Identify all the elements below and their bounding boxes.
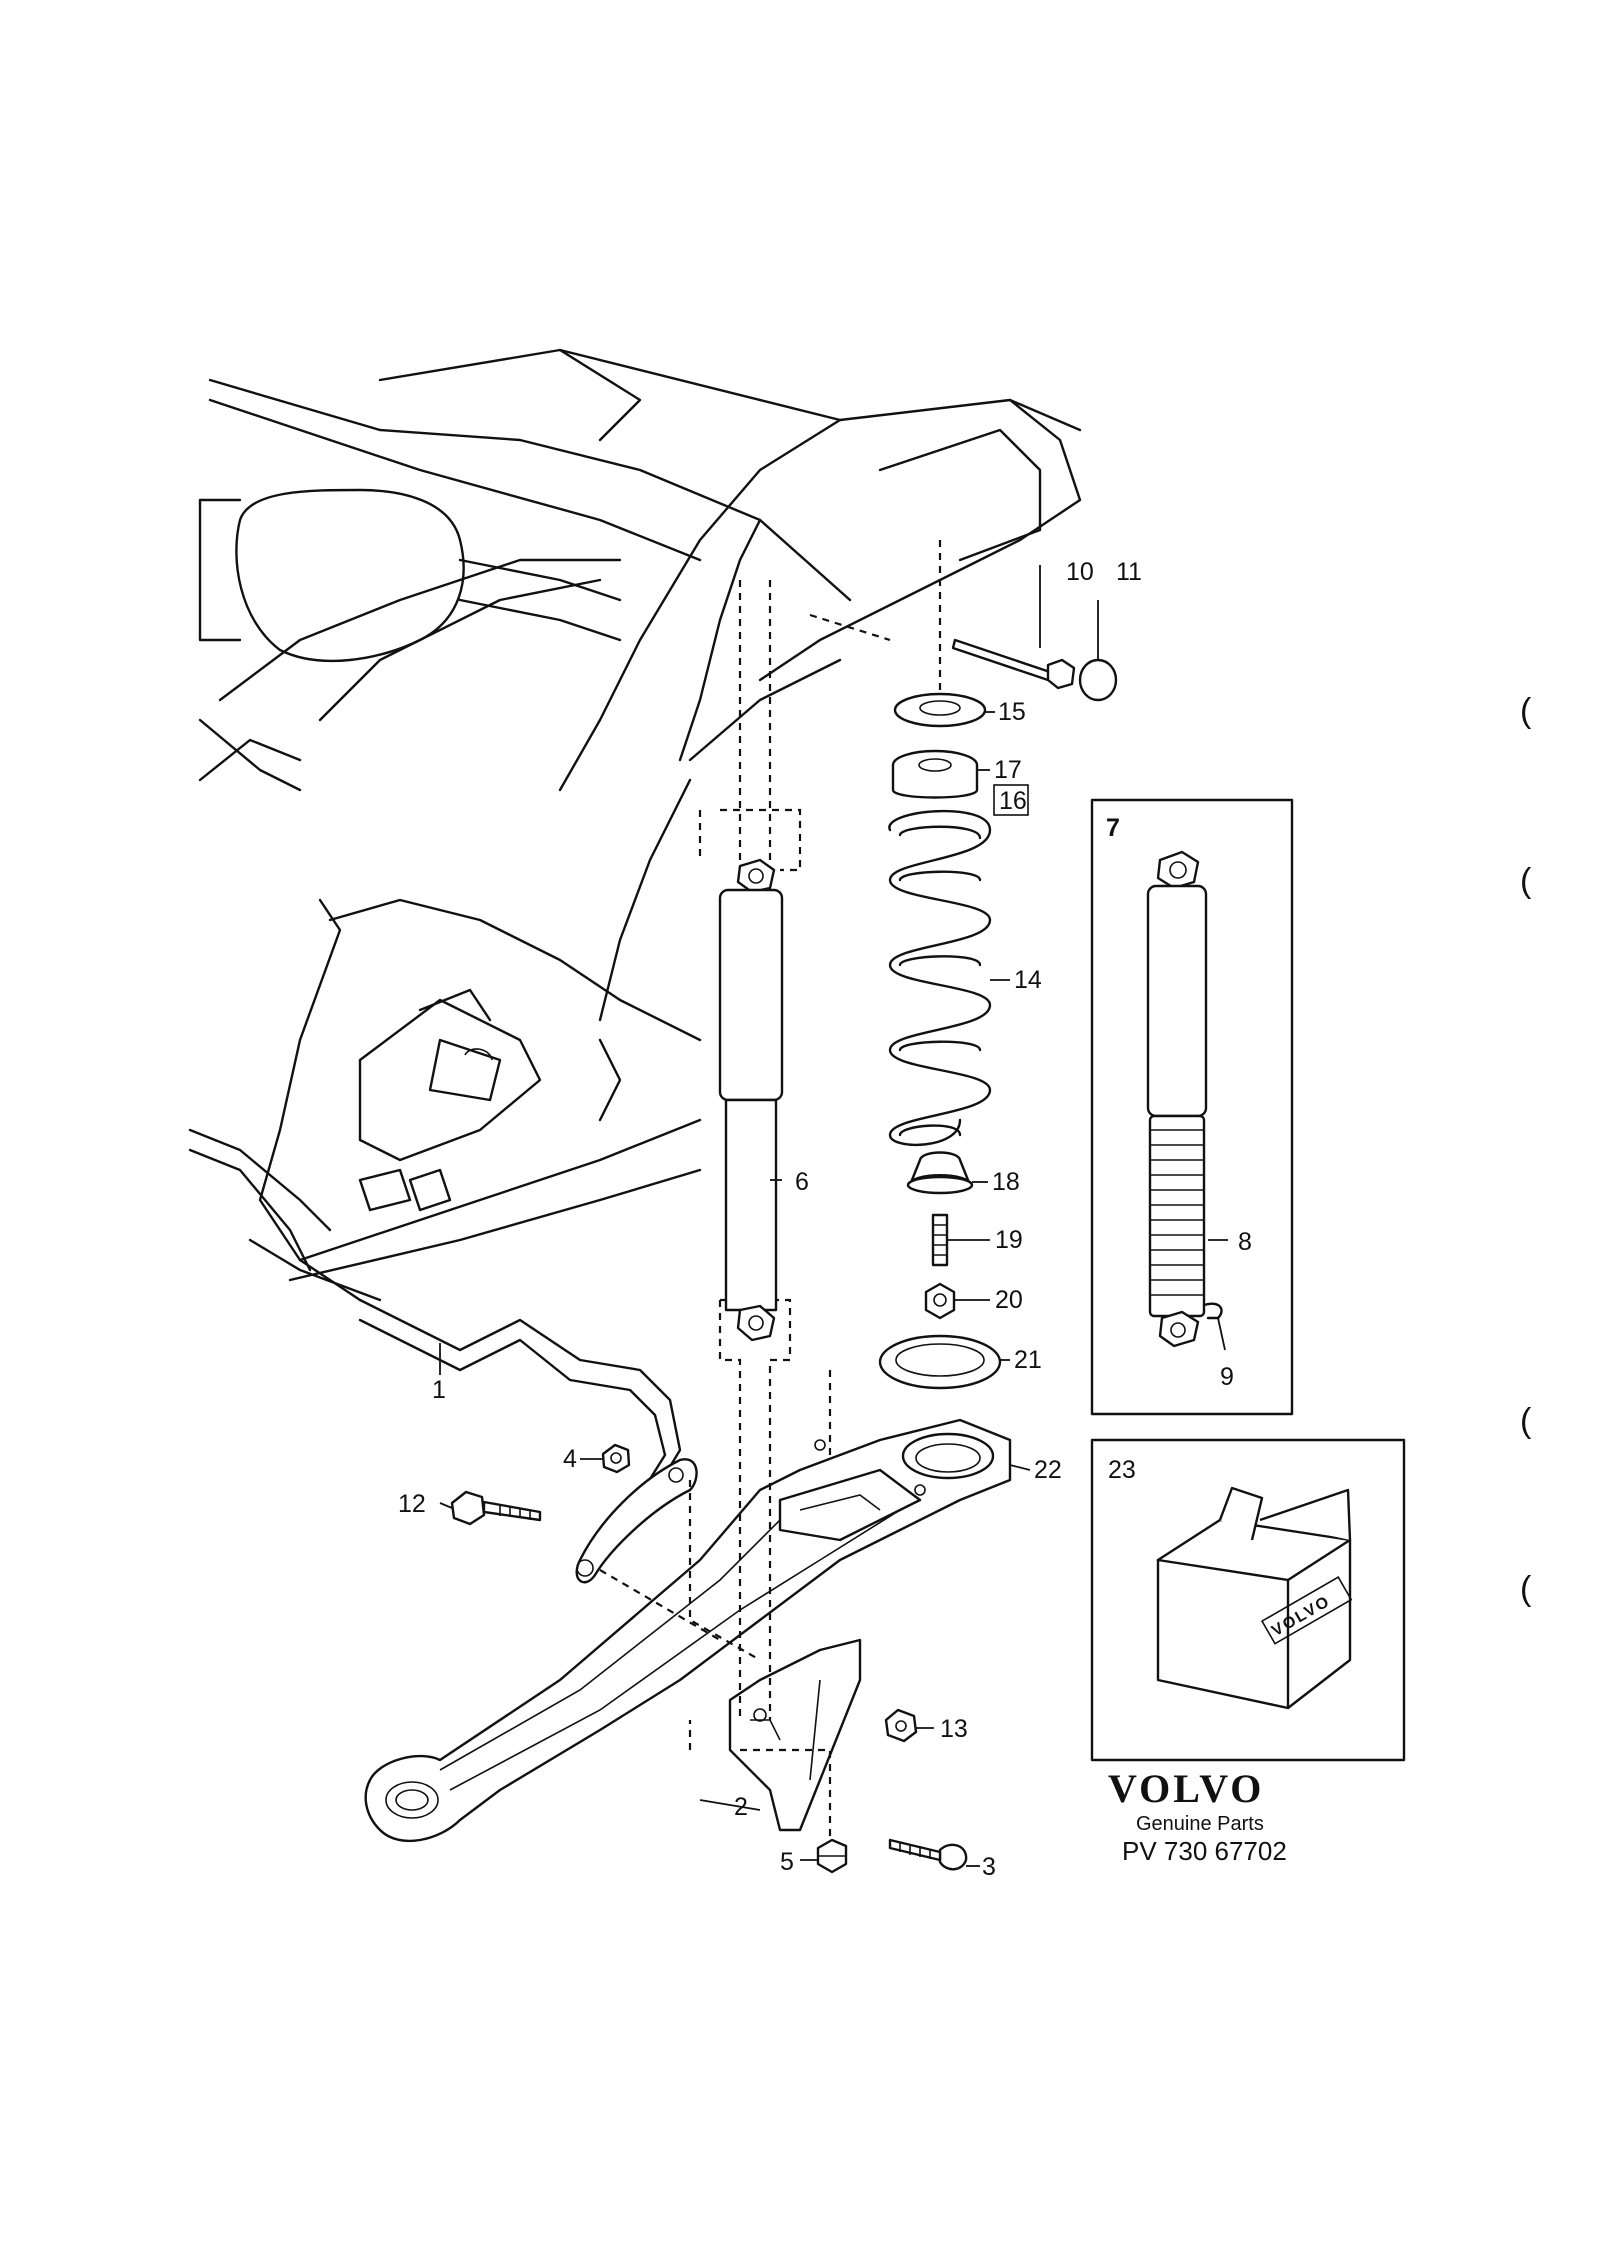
callout-3: 3 xyxy=(982,1853,996,1881)
nut-4 xyxy=(601,1443,631,1474)
lower-control-arm xyxy=(364,1418,1012,1843)
leader-lines xyxy=(439,565,1099,1867)
coil-spring-14 xyxy=(888,809,992,1146)
bolt-10 xyxy=(951,638,1076,690)
callout-12: 12 xyxy=(398,1490,426,1518)
inset-callout-8: 8 xyxy=(1238,1228,1252,1256)
spring-seat-21 xyxy=(878,1334,1002,1390)
callout-11: 11 xyxy=(1116,558,1142,586)
callout-17: 17 xyxy=(994,756,1022,784)
callout-18: 18 xyxy=(992,1168,1020,1196)
shock-absorber-6 xyxy=(718,858,784,1342)
footer-part-code: PV 730 67702 xyxy=(1122,1836,1287,1866)
inset-callout-7: 7 xyxy=(1106,814,1120,842)
callout-1: 1 xyxy=(432,1376,446,1404)
callout-5: 5 xyxy=(780,1848,794,1876)
callout-10: 10 xyxy=(1066,558,1094,586)
callout-4: 4 xyxy=(563,1445,577,1473)
callout-13: 13 xyxy=(940,1715,968,1743)
stabilizer-link xyxy=(575,1458,698,1584)
callout-14: 14 xyxy=(1014,966,1042,994)
callout-6: 6 xyxy=(795,1168,809,1196)
bump-stop-18 xyxy=(906,1151,974,1195)
footer-tagline: Genuine Parts xyxy=(1136,1813,1264,1835)
nut-13 xyxy=(884,1708,918,1743)
bushing-17 xyxy=(891,749,979,799)
footer-brand: VOLVO xyxy=(1108,1766,1264,1811)
plug-11 xyxy=(1078,658,1118,702)
nut-20 xyxy=(924,1282,956,1320)
callout-22: 22 xyxy=(1034,1456,1062,1484)
margin-mark-2: ( xyxy=(1520,862,1532,900)
stabilizer-bar xyxy=(358,1298,682,1502)
inset-shock-absorber: 7 8 9 xyxy=(1090,798,1294,1416)
callout-21: 21 xyxy=(1014,1346,1042,1374)
callout-16: 16 xyxy=(999,787,1027,815)
bolt-12 xyxy=(450,1490,542,1526)
stud-19 xyxy=(931,1213,949,1267)
margin-mark-1: ( xyxy=(1520,692,1532,730)
inset-callout-23: 23 xyxy=(1108,1456,1136,1484)
callout-19: 19 xyxy=(995,1226,1023,1254)
margin-mark-4: ( xyxy=(1520,1570,1532,1608)
callout-15: 15 xyxy=(998,698,1026,726)
callouts: 1 2 3 4 5 6 10 11 12 13 14 15 17 16 18 1… xyxy=(398,558,1142,1881)
callout-20: 20 xyxy=(995,1286,1023,1314)
inset-callout-9: 9 xyxy=(1220,1363,1234,1391)
nut-5 xyxy=(816,1838,848,1874)
callout-2: 2 xyxy=(734,1793,748,1821)
installation-guides xyxy=(599,540,942,1840)
footer-branding: VOLVO Genuine Parts PV 730 67702 xyxy=(1108,1766,1287,1866)
margin-mark-3: ( xyxy=(1520,1402,1532,1440)
bolt-3 xyxy=(888,1838,968,1871)
inset-parts-kit: 23 VOLVO xyxy=(1090,1438,1406,1762)
callout-16-box xyxy=(993,784,1029,816)
bracket-2 xyxy=(728,1638,862,1832)
vehicle-body-outline xyxy=(188,348,1082,1302)
margin-marks: ( ( ( ( xyxy=(1520,692,1532,1608)
washer-15 xyxy=(893,692,987,728)
